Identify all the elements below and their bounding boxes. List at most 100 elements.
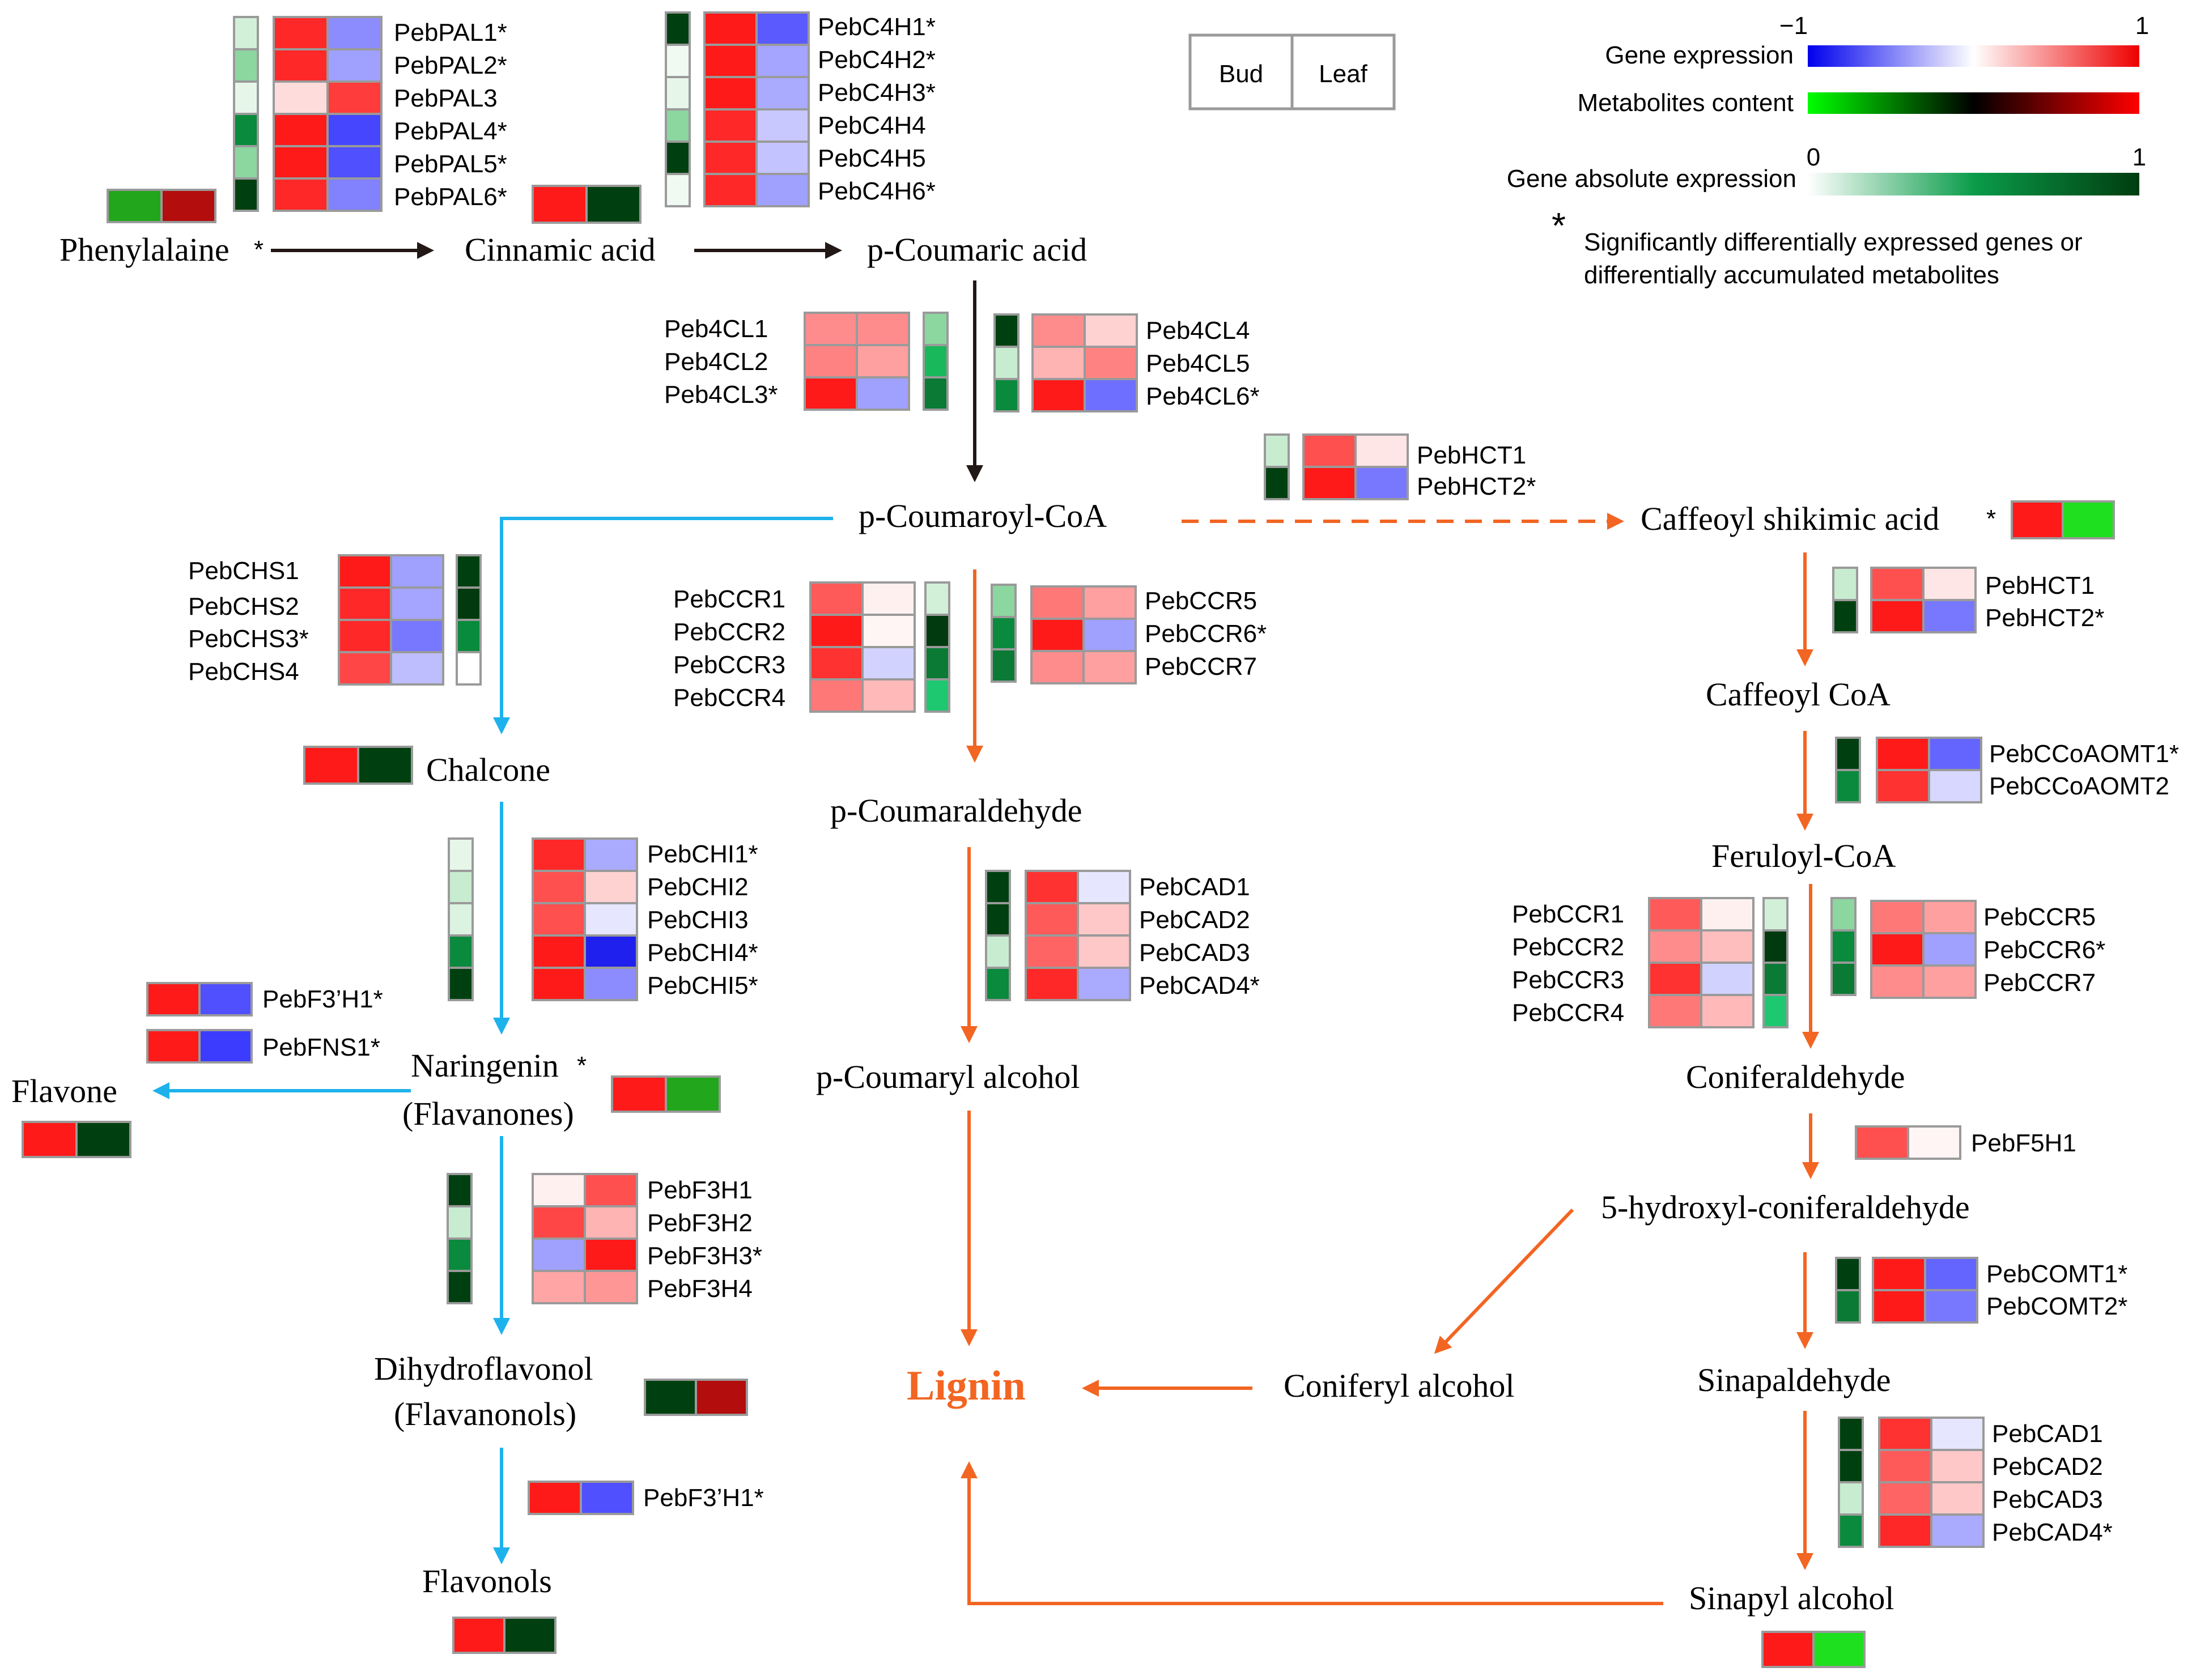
gene-label-4cl2: Peb4CL2 [664, 348, 768, 376]
abs-col-ccr-b [991, 584, 1017, 683]
gene-label-ccr1: PebCCR1 [673, 585, 785, 613]
gene-label-pal1: PebPAL1* [394, 19, 507, 46]
gene-label-cad1-right: PebCAD1 [1992, 1420, 2103, 1448]
gene-label-ccr2-right: PebCCR2 [1512, 933, 1624, 961]
significance-asterisk: * [577, 1052, 587, 1079]
gene-label-ccr7-right: PebCCR7 [1983, 969, 2096, 997]
gene-label-f5h1: PebF5H1 [1971, 1129, 2076, 1157]
gene-label-ccr3: PebCCR3 [673, 651, 785, 679]
gene-label-ccr6-right: PebCCR6* [1983, 936, 2105, 964]
abs-col-ccr-right-b [1830, 897, 1857, 996]
heatmap-f3prime-h-flavonols [528, 1481, 634, 1515]
gene-label-c4h1: PebC4H1* [818, 13, 936, 41]
legend-abs-min: 0 [1807, 143, 1820, 171]
abs-col-4cl-b [993, 313, 1019, 412]
abs-col-c4h [665, 11, 691, 207]
gene-label-pal6: PebPAL6* [394, 183, 507, 211]
gene-label-hct1-right: PebHCT1 [1985, 572, 2095, 599]
gene-label-ccoaomt1: PebCCoAOMT1* [1989, 740, 2179, 768]
heatmap-ccr-right-a [1648, 897, 1755, 1028]
heatmap-ccoaomt [1876, 737, 1982, 803]
heatmap-ccr-right-b [1870, 900, 1977, 999]
legend-bud-label: Bud [1219, 60, 1263, 88]
gene-label-4cl1: Peb4CL1 [664, 315, 768, 343]
heatmap-4cl-b [1031, 313, 1138, 412]
gene-label-4cl6: Peb4CL6* [1146, 382, 1260, 410]
abs-col-hct-top [1264, 433, 1290, 500]
metabolite-caffeoyl-shikimic-acid: Caffeoyl shikimic acid [1641, 500, 1939, 537]
abs-col-cad-b [1838, 1417, 1864, 1548]
heatmap-metabolite-sinapyl-alcohol [1761, 1631, 1866, 1668]
metabolite-p-coumaric-acid: p-Coumaric acid [867, 231, 1087, 268]
heatmap-metabolite-flavone [22, 1121, 131, 1158]
gene-label-c4h3: PebC4H3* [818, 79, 936, 107]
gene-label-comt1: PebCOMT1* [1986, 1260, 2127, 1288]
gene-label-cad4: PebCAD4* [1139, 972, 1260, 1000]
heatmap-f5h [1855, 1125, 1961, 1160]
abs-col-ccr-right-a [1762, 897, 1789, 1028]
gene-label-chi3: PebCHI3 [647, 906, 749, 934]
gene-label-ccr7: PebCCR7 [1145, 653, 1257, 680]
gene-label-pal3: PebPAL3 [394, 84, 498, 112]
arrow-coa-to-chalcone [493, 517, 833, 734]
gene-label-chi2: PebCHI2 [647, 873, 749, 901]
gene-label-cad3-right: PebCAD3 [1992, 1486, 2103, 1513]
heatmap-f3prime-h-flavone [146, 982, 253, 1016]
gene-label-chs2: PebCHS2 [188, 593, 299, 620]
heatmap-f3h [532, 1173, 638, 1304]
abs-col-chi [448, 837, 474, 1001]
gene-label-f3h3: PebF3H3* [647, 1242, 762, 1270]
gene-label-pal5: PebPAL5* [394, 150, 507, 178]
metabolite-sinapaldehyde: Sinapaldehyde [1697, 1362, 1891, 1398]
heatmap-chs [338, 554, 444, 686]
legend-gene-absolute-expression-label: Gene absolute expression [1507, 165, 1796, 193]
gene-label-ccr5-right: PebCCR5 [1983, 903, 2096, 931]
abs-col-comt [1835, 1257, 1861, 1324]
gene-label-4cl5: Peb4CL5 [1146, 350, 1250, 377]
metabolite-cinnamic-acid: Cinnamic acid [465, 231, 656, 268]
gene-label-comt2: PebCOMT2* [1986, 1292, 2127, 1320]
heatmap-metabolite-cinnamic-acid [532, 185, 642, 224]
metabolite-dihydroflavonol: Dihydroflavonol [374, 1350, 593, 1387]
heatmap-metabolite-caffeoyl-shikimic [2011, 500, 2115, 539]
heatmap-metabolite-dihydroflavonol [644, 1379, 748, 1416]
arrow-sinapyl-to-lignin [961, 1461, 1663, 1605]
absolute-expression-columns [233, 11, 1864, 1548]
metabolite-flavanones: (Flavanones) [402, 1095, 574, 1132]
gene-label-ccr1-right: PebCCR1 [1512, 900, 1624, 928]
gene-label-ccr3-right: PebCCR3 [1512, 966, 1624, 994]
gene-label-hct2-top: PebHCT2* [1417, 473, 1536, 500]
gene-label-chs1: PebCHS1 [188, 557, 299, 585]
metabolite-feruloyl-coa: Feruloyl-CoA [1711, 837, 1896, 874]
gene-label-cad3: PebCAD3 [1139, 939, 1250, 967]
heatmap-metabolite-phenylalaine [107, 189, 216, 223]
gene-label-f3prime-h1-flavonols: PebF3’H1* [643, 1484, 764, 1512]
metabolite-flavanonols: (Flavanonols) [394, 1396, 576, 1432]
heatmap-ccr-a [809, 581, 916, 713]
gene-label-c4h4: PebC4H4 [818, 112, 926, 139]
metabolite-flavone: Flavone [11, 1073, 117, 1109]
gene-label-cad2: PebCAD2 [1139, 906, 1250, 934]
gene-labels: PebPAL1* PebPAL2* PebPAL3 PebPAL4* PebPA… [188, 13, 2179, 1546]
gene-label-c4h2: PebC4H2* [818, 46, 936, 74]
metabolite-coniferyl-alcohol: Coniferyl alcohol [1284, 1367, 1515, 1404]
metabolite-flavonols: Flavonols [422, 1563, 552, 1600]
abs-col-cad-a [985, 870, 1011, 1001]
gene-heatmaps [146, 11, 1985, 1548]
heatmap-c4h [703, 11, 810, 207]
gene-label-cad1: PebCAD1 [1139, 873, 1250, 901]
legend: Bud Leaf −1 1 Gene expression Metabolite… [1188, 12, 2149, 289]
metabolite-caffeoyl-coa: Caffeoyl CoA [1706, 676, 1891, 713]
abs-col-hct-right [1832, 567, 1858, 633]
gene-label-f3h2: PebF3H2 [647, 1209, 753, 1237]
legend-expr-max: 1 [2135, 12, 2149, 40]
gene-label-c4h5: PebC4H5 [818, 144, 926, 172]
gene-label-4cl3: Peb4CL3* [664, 381, 778, 409]
gene-label-ccr5: PebCCR5 [1145, 587, 1257, 615]
gene-label-f3h4: PebF3H4 [647, 1275, 753, 1303]
significance-asterisk: * [254, 236, 264, 263]
metabolite-p-coumaraldehyde: p-Coumaraldehyde [830, 792, 1082, 829]
gene-label-pal2: PebPAL2* [394, 52, 507, 79]
gene-label-ccr6: PebCCR6* [1145, 620, 1267, 648]
heatmap-metabolite-naringenin [611, 1075, 721, 1113]
